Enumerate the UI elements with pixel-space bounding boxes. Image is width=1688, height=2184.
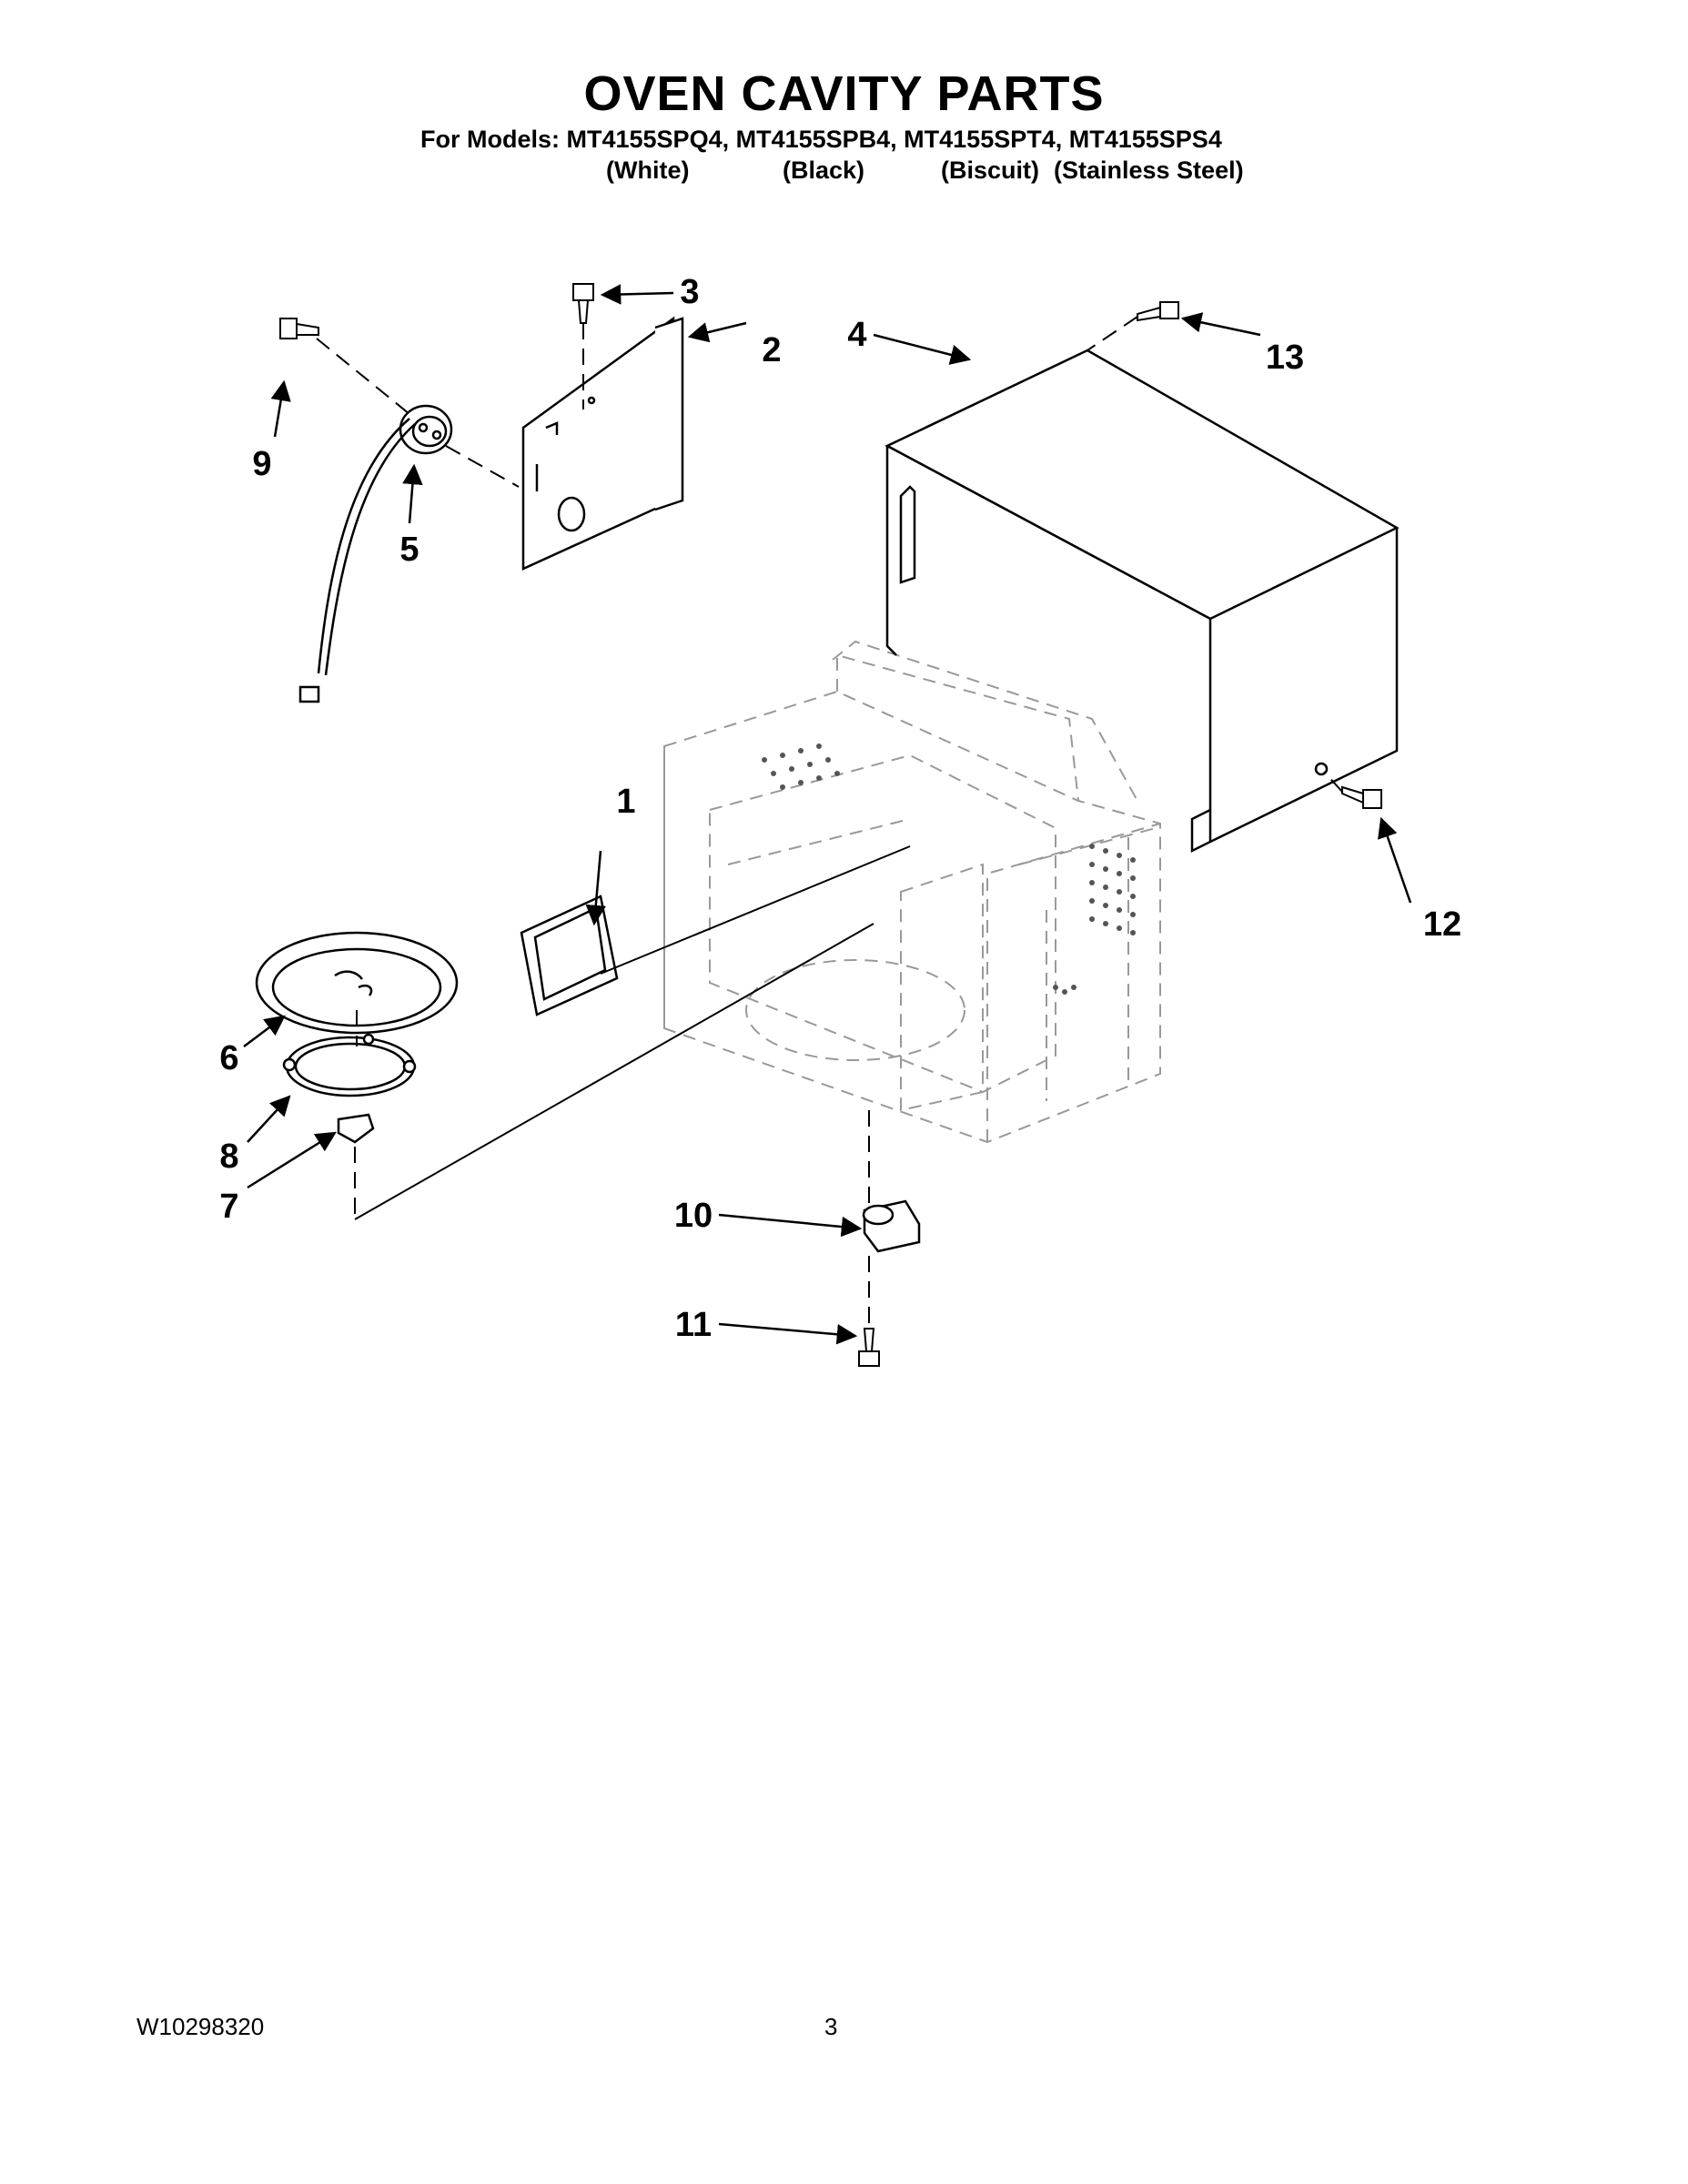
screw-part-13 — [1137, 301, 1179, 322]
callout-11: 11 — [675, 1306, 712, 1344]
coupler-part — [337, 1113, 375, 1144]
screw-part-9 — [279, 318, 319, 339]
thermal-cutout-part — [298, 404, 453, 703]
callout-10: 10 — [674, 1197, 713, 1235]
callout-12: 12 — [1423, 905, 1461, 944]
screw-part-12 — [1341, 785, 1382, 809]
callout-5: 5 — [399, 531, 419, 569]
roller-ring-part — [282, 1033, 417, 1097]
outer-cover-part — [884, 349, 1400, 854]
assembly-lines — [316, 316, 1343, 1327]
color-biscuit: (Biscuit) — [941, 157, 1039, 184]
turntable-motor-part — [862, 1199, 921, 1253]
color-black: (Black) — [783, 157, 865, 184]
color-white: (White) — [606, 157, 690, 184]
callout-4: 4 — [847, 316, 866, 354]
color-stainless: (Stainless Steel) — [1054, 157, 1244, 184]
oven-cavity — [663, 640, 1161, 1144]
callout-3: 3 — [680, 273, 699, 311]
callout-7: 7 — [219, 1188, 238, 1226]
assembly-lines-solid — [354, 845, 911, 1220]
screw-part-11 — [858, 1328, 880, 1367]
document-number: W10298320 — [136, 2013, 265, 2040]
callout-2: 2 — [762, 331, 781, 369]
callout-1: 1 — [616, 783, 635, 821]
page-title: OVEN CAVITY PARTS — [583, 66, 1105, 121]
callout-9: 9 — [252, 445, 271, 483]
cavity-vent-holes — [762, 743, 1136, 995]
callout-6: 6 — [219, 1039, 238, 1077]
leader-arrows — [243, 284, 1412, 1345]
turntable-tray-part — [255, 931, 459, 1035]
screw-part-3 — [572, 283, 594, 324]
waveguide-cover-part — [521, 316, 684, 571]
callout-8: 8 — [219, 1138, 238, 1176]
callout-13: 13 — [1266, 339, 1304, 377]
waveguide-frame-part — [520, 895, 619, 1016]
page-number: 3 — [824, 2013, 838, 2040]
models-line: For Models: MT4155SPQ4, MT4155SPB4, MT41… — [420, 126, 1222, 153]
